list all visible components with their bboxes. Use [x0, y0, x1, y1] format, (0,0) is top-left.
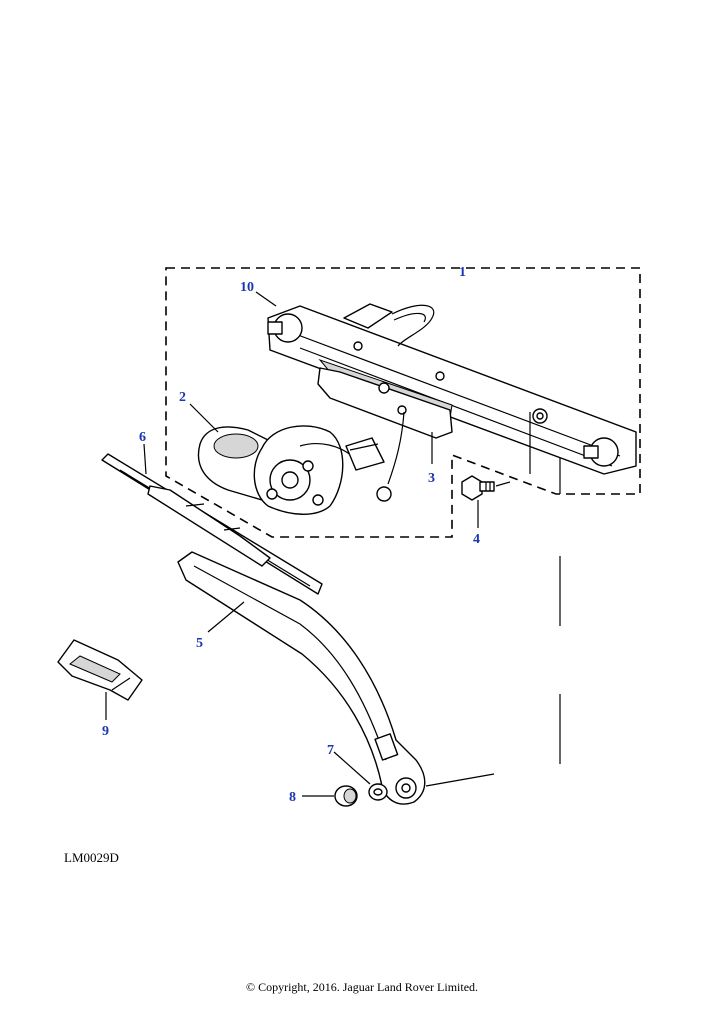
callout-2: 2: [179, 390, 186, 405]
callout-4: 4: [473, 532, 480, 547]
leader-lines: [105, 291, 561, 797]
callout-1: 1: [459, 265, 466, 280]
callout-10: 10: [240, 280, 254, 295]
callout-3: 3: [428, 471, 435, 486]
callout-8: 8: [289, 790, 296, 805]
mounting-bolt: [461, 475, 495, 501]
wiper-motor: [197, 425, 385, 515]
assembly-boundary: [165, 267, 641, 538]
wiper-blade: [101, 453, 323, 595]
callout-5: 5: [196, 636, 203, 651]
diagram-reference-code: LM0029D: [64, 850, 119, 865]
wiper-linkage-rail: [267, 303, 637, 502]
arm-nut: [368, 783, 388, 801]
arm-cap: [334, 785, 358, 807]
callout-7: 7: [327, 743, 334, 758]
copyright-notice: © Copyright, 2016. Jaguar Land Rover Lim…: [245, 980, 479, 994]
wiper-arm: [177, 551, 426, 805]
blade-adapter: [57, 639, 143, 701]
callout-9: 9: [102, 724, 109, 739]
callout-6: 6: [139, 430, 146, 445]
